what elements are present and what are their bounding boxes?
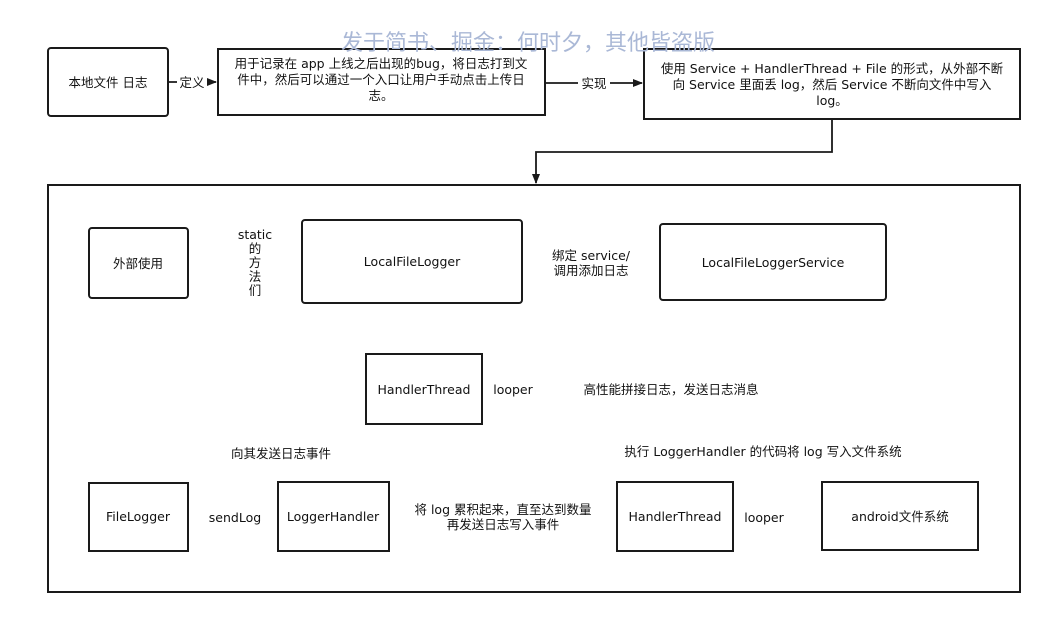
file-logger-box	[88, 482, 189, 552]
implementation-line-1: 使用 Service + HandlerThread + File 的形式，从外…	[661, 61, 1003, 76]
definition-line-3: 志。	[368, 88, 393, 103]
bind-service-label-2: 调用添加日志	[553, 263, 628, 278]
file-logger-label: FileLogger	[106, 509, 171, 524]
logger-handler-box	[277, 481, 390, 552]
handler-thread-bottom-label: HandlerThread	[629, 509, 722, 524]
external-use-label: 外部使用	[113, 256, 163, 271]
implementation-box	[643, 48, 1021, 120]
bind-service-label-1: 绑定 service/	[552, 248, 631, 263]
handler-thread-top-box	[365, 353, 483, 425]
looper-top-label: looper	[493, 382, 533, 397]
send-log-label: sendLog	[209, 510, 261, 525]
concat-log-label: 高性能拼接日志，发送日志消息	[583, 382, 758, 397]
looper-bottom-label: looper	[744, 510, 784, 525]
static-label-5: 们	[249, 283, 262, 298]
android-fs-box	[821, 481, 979, 551]
static-label-3: 方	[249, 255, 262, 270]
implementation-line-3: log。	[816, 93, 848, 108]
accumulate-label-2: 再发送日志写入事件	[447, 517, 560, 532]
implementation-to-detail-arrow	[532, 120, 833, 184]
implementation-line-2: 向 Service 里面丢 log，然后 Service 不断向文件中写入	[673, 77, 992, 92]
send-event-label: 向其发送日志事件	[231, 446, 331, 461]
local-log-label: 本地文件 日志	[69, 75, 148, 90]
execute-code-label: 执行 LoggerHandler 的代码将 log 写入文件系统	[624, 444, 901, 459]
static-label-1: static	[238, 227, 272, 242]
local-log-box	[47, 47, 169, 117]
local-file-logger-label: LocalFileLogger	[364, 254, 461, 269]
label-backgrounds	[177, 74, 908, 534]
local-file-logger-box	[301, 219, 523, 304]
definition-line-1: 用于记录在 app 上线之后出现的bug，将日志打到文	[235, 56, 528, 71]
define-edge-label: 定义	[179, 75, 205, 90]
static-label-4: 法	[249, 269, 262, 284]
android-fs-label: android文件系统	[851, 509, 948, 524]
local-file-logger-service-label: LocalFileLoggerService	[702, 255, 845, 270]
handler-thread-bottom-box	[616, 481, 734, 552]
definition-box	[217, 48, 546, 116]
labels: 发于简书、掘金：何时夕，其他皆盗版 本地文件 日志 用于记录在 app 上线之后…	[69, 31, 1004, 532]
local-file-logger-service-box	[659, 223, 887, 301]
watermark: 发于简书、掘金：何时夕，其他皆盗版	[341, 31, 715, 56]
handler-thread-top-label: HandlerThread	[378, 382, 471, 397]
external-use-box	[88, 227, 189, 299]
static-label-2: 的	[249, 241, 262, 256]
accumulate-label-1: 将 log 累积起来，直至达到数量	[414, 502, 591, 517]
logger-handler-label: LoggerHandler	[287, 509, 380, 524]
definition-line-2: 件中，然后可以通过一个入口让用户手动点击上传日	[237, 72, 525, 87]
implement-edge-label: 实现	[581, 76, 606, 91]
